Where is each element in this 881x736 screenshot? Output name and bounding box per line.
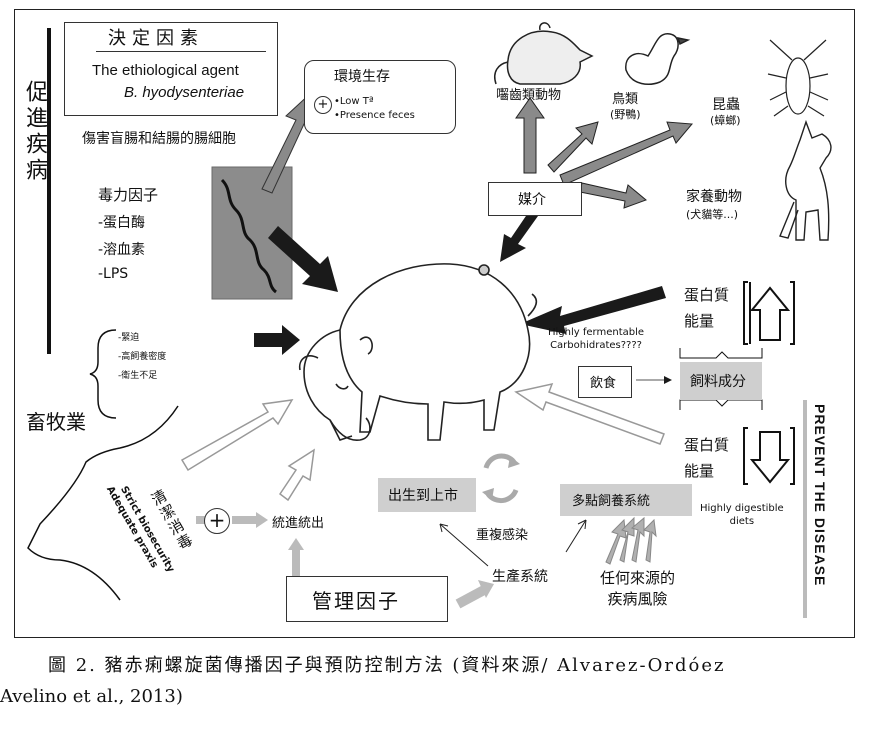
virulence-title: 毒力因子	[98, 186, 159, 204]
birds-label: 鳥類	[612, 92, 639, 107]
domestic-sub: (犬貓等...)	[686, 208, 739, 221]
risk-arrows	[605, 516, 657, 565]
insects-sub: (蟑螂)	[710, 114, 741, 127]
arrow-nutrition-pig	[520, 286, 666, 334]
arrow-vector-domestic	[579, 182, 647, 209]
insects-label: 昆蟲	[712, 97, 740, 113]
agent-title-underline	[96, 51, 266, 52]
arrow-production-birth	[439, 523, 489, 567]
vector-label: 媒介	[518, 192, 546, 208]
environment-plus-icon: +	[314, 96, 332, 114]
agent-damage: 傷害盲腸和結腸的腸細胞	[82, 131, 236, 147]
virulence-item: -LPS	[98, 266, 129, 282]
environment-item: •Low Tª	[334, 96, 374, 107]
arrow-vector-birds	[547, 121, 599, 173]
stressor-item: -緊迫	[118, 333, 140, 343]
agent-line1: The ethiological agent	[92, 62, 239, 79]
arrow-agent-pig	[268, 226, 338, 292]
promote-disease-label: 促進疾病	[22, 80, 47, 184]
all-in-all-out-label: 統進統出	[272, 516, 325, 531]
plus-circle-icon: +	[204, 508, 230, 534]
agent-box	[64, 22, 278, 116]
prevent-label: PREVENT THE DISEASE	[812, 404, 828, 587]
environment-item: •Presence feces	[334, 110, 415, 121]
birds-sub: (野鴨)	[610, 108, 641, 121]
stressor-item: -衛生不足	[118, 371, 158, 381]
arrow-husbandry-light	[180, 399, 294, 472]
duck-illustration	[625, 33, 691, 85]
feed-components-box	[680, 362, 762, 400]
caption-line-1: 圖 2. 豬赤痢螺旋菌傳播因子與預防控制方法 (資料來源/ Alvarez-Or…	[48, 655, 726, 676]
arrow-production-multisite	[565, 519, 587, 553]
bracket-feed-top	[679, 348, 763, 359]
figure-caption: 圖 2. 豬赤痢螺旋菌傳播因子與預防控制方法 (資料來源/ Alvarez-Or…	[0, 650, 881, 712]
protein-energy-up: 蛋白質 能量	[684, 286, 730, 330]
multisite-label: 多點飼養系統	[572, 494, 651, 509]
vector-box	[488, 182, 582, 216]
bracket-stressors	[89, 329, 117, 419]
birth-to-market-label: 出生到上市	[388, 488, 458, 504]
husbandry-label: 畜牧業	[26, 410, 86, 434]
dog-illustration	[779, 119, 832, 241]
arrow-prevent-light	[514, 382, 665, 445]
arrow-vector-rodents	[515, 97, 545, 174]
promote-bar	[47, 28, 51, 354]
arrow-vector-pig	[500, 210, 538, 262]
multisite-box	[560, 484, 692, 516]
digestible-note: Highly digestible diets	[700, 503, 784, 527]
management-box	[286, 576, 448, 622]
arrow-husbandry-pig	[254, 325, 300, 355]
domestic-label: 家養動物	[686, 189, 742, 205]
environment-title: 環境生存	[334, 69, 390, 85]
feed-components-label: 飼料成分	[690, 374, 746, 390]
protein-down-arrow	[743, 427, 795, 485]
agent-line2: B. hyodysenteriae	[124, 84, 245, 101]
risk-label: 任何來源的 疾病風險	[600, 569, 676, 608]
arrow-management-production	[455, 585, 487, 609]
reinfection-cycle-icon	[482, 453, 520, 504]
cockroach-illustration	[767, 39, 829, 117]
caption-line-2: Avelino et al., 2013)	[0, 686, 183, 707]
reinfection-label: 重複感染	[476, 528, 529, 543]
diet-label: 飲食	[590, 376, 617, 391]
virulence-item: -溶血素	[98, 242, 146, 258]
bracket-husbandry	[27, 405, 179, 601]
protein-up-arrow	[743, 281, 795, 345]
rat-illustration	[494, 22, 594, 85]
bracket-feed-bottom	[679, 399, 763, 410]
plus-symbol: +	[208, 508, 226, 532]
agent-title: 決定因素	[108, 28, 204, 49]
virulence-item: -蛋白酶	[98, 215, 146, 231]
rodents-label: 囓齒類動物	[496, 88, 562, 103]
production-system-label: 生產系統	[492, 569, 548, 585]
protein-energy-down: 蛋白質 能量	[684, 436, 730, 480]
birth-to-market-box	[378, 478, 476, 512]
arrow-allinout-light	[278, 448, 315, 502]
diet-box	[578, 366, 632, 398]
management-label: 管理因子	[312, 589, 400, 613]
arrow-vector-insects	[559, 121, 694, 186]
stressor-item: -高飼養密度	[118, 352, 167, 362]
prevent-bar	[803, 400, 807, 618]
fermentable-note: Highly fermentable Carbohidrates????	[548, 327, 645, 351]
plus-symbol: +	[317, 97, 329, 112]
pig-illustration	[298, 263, 538, 441]
environment-box	[304, 60, 456, 134]
